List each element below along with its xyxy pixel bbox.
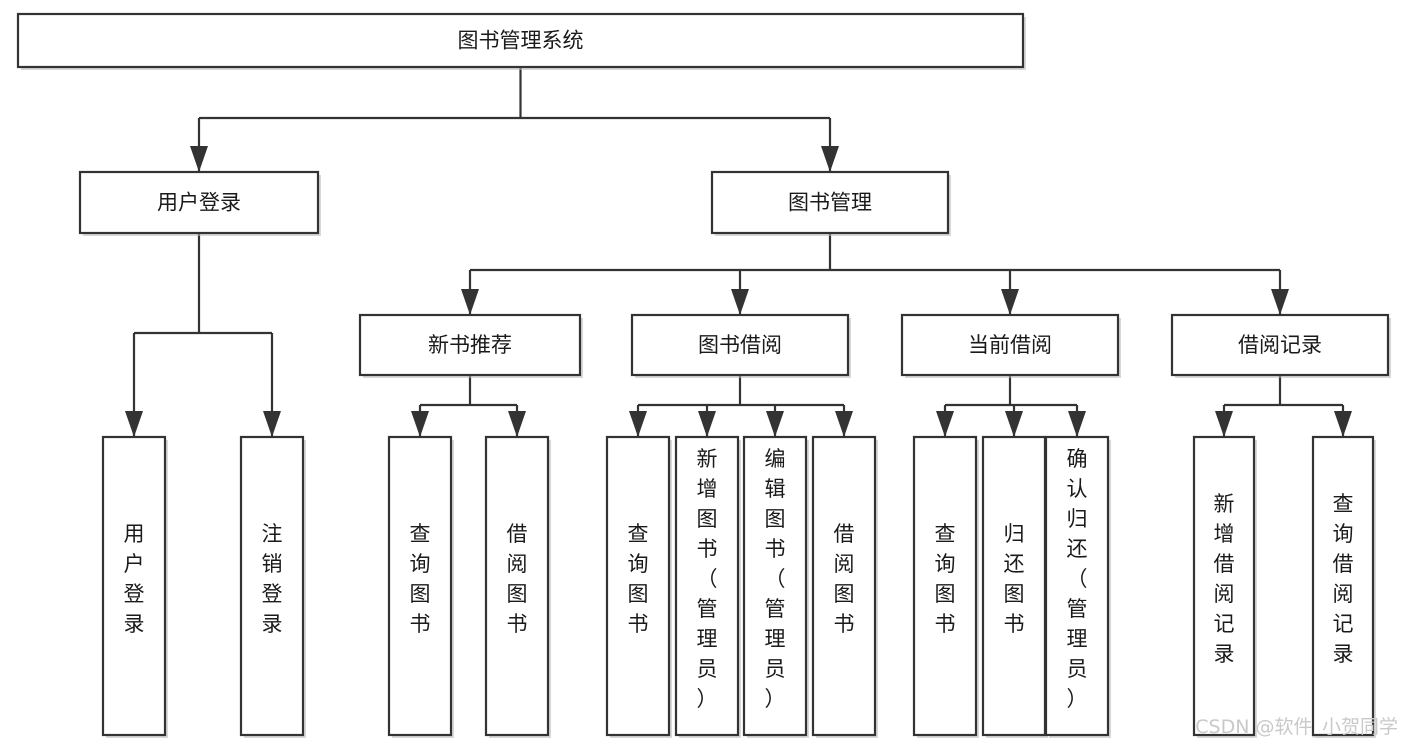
node-box-leaf-query-record[interactable] [1311, 435, 1375, 737]
node-label-root: 图书管理系统 [458, 29, 584, 53]
edge-group-user-login [125, 233, 281, 437]
node-leaf-query-record[interactable]: 查询借阅记录 [1311, 435, 1376, 738]
edge-group-book-management [461, 233, 1289, 315]
node-box-leaf-user-logout[interactable] [239, 435, 305, 737]
node-label-book-borrow: 图书借阅 [698, 333, 782, 357]
node-box-book-borrow[interactable] [630, 313, 850, 377]
node-label-user-login: 用户登录 [157, 191, 241, 215]
edge-arrowhead [698, 411, 716, 437]
edge-arrowhead [936, 411, 954, 437]
node-box-root[interactable] [16, 12, 1025, 69]
node-box-leaf-query-book-2[interactable] [605, 435, 671, 737]
node-label-leaf-edit-book: 编辑图书（管理员） [765, 447, 786, 711]
node-label-leaf-return-book: 归还图书 [1004, 522, 1025, 636]
node-box-current-borrow[interactable] [900, 313, 1120, 377]
node-label-leaf-user-login: 用户登录 [124, 522, 145, 636]
node-label-borrow-record: 借阅记录 [1238, 333, 1322, 357]
node-leaf-query-book-3[interactable]: 查询图书 [912, 435, 979, 738]
node-label-leaf-confirm-return: 确认归还（管理员） [1067, 447, 1088, 711]
edge-group-root [190, 67, 839, 172]
edge-arrowhead [1005, 411, 1023, 437]
edge-arrowhead [835, 411, 853, 437]
edge-arrowhead [1215, 411, 1233, 437]
edge-group-new-book-rec [411, 375, 526, 437]
node-book-borrow[interactable]: 图书借阅 [630, 313, 851, 378]
node-leaf-add-record[interactable]: 新增借阅记录 [1192, 435, 1257, 738]
edges-layer [125, 67, 1352, 437]
node-root[interactable]: 图书管理系统 [16, 12, 1026, 70]
node-label-leaf-borrow-book-1: 借阅图书 [507, 522, 528, 636]
node-current-borrow[interactable]: 当前借阅 [900, 313, 1121, 378]
node-label-leaf-query-book-3: 查询图书 [935, 522, 956, 636]
edge-arrowhead [461, 289, 479, 315]
edge-arrowhead [125, 411, 143, 437]
node-leaf-query-book-1[interactable]: 查询图书 [387, 435, 454, 738]
node-label-leaf-borrow-book-2: 借阅图书 [834, 522, 855, 636]
node-leaf-return-book[interactable]: 归还图书 [981, 435, 1048, 738]
node-box-leaf-borrow-book-1[interactable] [484, 435, 550, 737]
node-leaf-query-book-2[interactable]: 查询图书 [605, 435, 672, 738]
node-new-book-rec[interactable]: 新书推荐 [358, 313, 583, 378]
csdn-watermark: CSDN @软件_小贺同学 [1195, 716, 1398, 738]
node-box-leaf-add-book[interactable] [674, 435, 740, 737]
edge-arrowhead [1001, 289, 1019, 315]
node-label-leaf-query-book-1: 查询图书 [410, 522, 431, 636]
edge-arrowhead [1271, 289, 1289, 315]
edge-arrowhead [1334, 411, 1352, 437]
node-leaf-borrow-book-1[interactable]: 借阅图书 [484, 435, 551, 738]
node-box-leaf-query-book-1[interactable] [387, 435, 453, 737]
edge-group-current-borrow [936, 375, 1086, 437]
node-leaf-add-book[interactable]: 新增图书（管理员） [674, 435, 741, 738]
node-label-new-book-rec: 新书推荐 [428, 333, 512, 357]
edge-arrowhead [190, 146, 208, 172]
edge-group-book-borrow [629, 375, 853, 437]
node-label-leaf-query-book-2: 查询图书 [628, 522, 649, 636]
edge-arrowhead [766, 411, 784, 437]
node-label-leaf-user-logout: 注销登录 [262, 522, 283, 636]
edge-arrowhead [411, 411, 429, 437]
node-box-book-management[interactable] [710, 170, 950, 235]
node-box-leaf-add-record[interactable] [1192, 435, 1256, 737]
node-borrow-record[interactable]: 借阅记录 [1170, 313, 1391, 378]
node-label-leaf-add-record: 新增借阅记录 [1214, 492, 1235, 666]
node-leaf-edit-book[interactable]: 编辑图书（管理员） [742, 435, 809, 738]
nodes-layer: 图书管理系统用户登录图书管理新书推荐图书借阅当前借阅借阅记录用户登录注销登录查询… [16, 12, 1391, 738]
edge-arrowhead [821, 146, 839, 172]
node-box-leaf-query-book-3[interactable] [912, 435, 978, 737]
node-label-book-management: 图书管理 [788, 191, 872, 215]
node-leaf-confirm-return[interactable]: 确认归还（管理员） [1044, 435, 1111, 738]
node-box-borrow-record[interactable] [1170, 313, 1390, 377]
node-book-management[interactable]: 图书管理 [710, 170, 951, 236]
node-user-login[interactable]: 用户登录 [78, 170, 321, 236]
node-box-leaf-confirm-return[interactable] [1044, 435, 1110, 737]
edge-arrowhead [1068, 411, 1086, 437]
node-leaf-borrow-book-2[interactable]: 借阅图书 [811, 435, 878, 738]
node-box-leaf-borrow-book-2[interactable] [811, 435, 877, 737]
edge-arrowhead [731, 289, 749, 315]
node-leaf-user-logout[interactable]: 注销登录 [239, 435, 306, 738]
node-box-leaf-edit-book[interactable] [742, 435, 808, 737]
node-box-leaf-user-login[interactable] [101, 435, 167, 737]
node-label-leaf-add-book: 新增图书（管理员） [697, 447, 718, 711]
edge-arrowhead [508, 411, 526, 437]
edge-group-borrow-record [1215, 375, 1352, 437]
edge-arrowhead [629, 411, 647, 437]
node-label-leaf-query-record: 查询借阅记录 [1333, 492, 1354, 666]
node-leaf-user-login[interactable]: 用户登录 [101, 435, 168, 738]
node-label-current-borrow: 当前借阅 [968, 333, 1052, 357]
edge-arrowhead [263, 411, 281, 437]
node-box-user-login[interactable] [78, 170, 320, 235]
node-box-new-book-rec[interactable] [358, 313, 582, 377]
